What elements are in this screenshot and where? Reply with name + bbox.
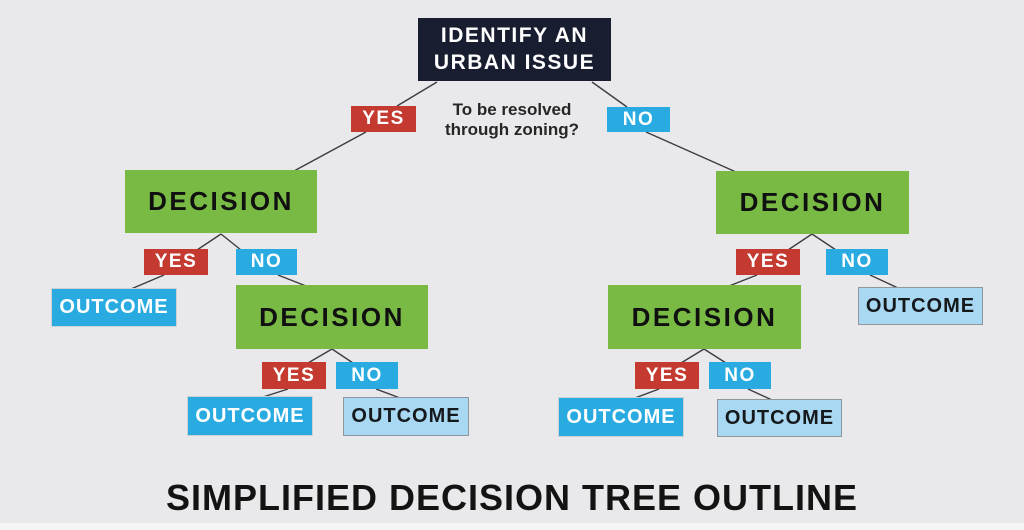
question-line2: through zoning? bbox=[444, 120, 580, 140]
outcome-node-right-1: OUTCOME bbox=[858, 287, 983, 325]
question-line1: To be resolved bbox=[452, 100, 572, 119]
no-branch-decision-right: NO bbox=[826, 249, 888, 275]
outcome-node-left-1: OUTCOME bbox=[51, 288, 177, 327]
outcome-node-left-2-no: OUTCOME bbox=[343, 397, 469, 436]
decision-node-right: DECISION bbox=[716, 171, 909, 234]
diagram-title: SIMPLIFIED DECISION TREE OUTLINE bbox=[165, 477, 859, 518]
yes-branch-decision-right: YES bbox=[736, 249, 800, 275]
decision-node-left: DECISION bbox=[125, 170, 317, 233]
root-node-line1: IDENTIFY AN bbox=[440, 24, 589, 48]
no-branch-decision-right-2: NO bbox=[709, 362, 771, 389]
outcome-node-right-2-yes: OUTCOME bbox=[558, 397, 684, 437]
outcome-node-right-2-no: OUTCOME bbox=[717, 399, 842, 437]
decision-node-left-2: DECISION bbox=[236, 285, 428, 349]
yes-branch-decision-left-2: YES bbox=[262, 362, 326, 389]
no-branch-root: NO bbox=[607, 107, 670, 132]
no-branch-decision-left: NO bbox=[236, 249, 297, 275]
yes-branch-decision-left: YES bbox=[144, 249, 208, 275]
question-text: To be resolved through zoning? bbox=[400, 100, 624, 140]
decision-node-right-2: DECISION bbox=[608, 285, 801, 349]
root-node-line2: URBAN ISSUE bbox=[433, 50, 596, 74]
no-branch-decision-left-2: NO bbox=[336, 362, 398, 389]
bottom-strip bbox=[0, 523, 1024, 530]
yes-branch-decision-right-2: YES bbox=[635, 362, 699, 389]
yes-branch-root: YES bbox=[351, 106, 416, 132]
root-node: IDENTIFY AN URBAN ISSUE bbox=[418, 18, 611, 81]
outcome-node-left-2-yes: OUTCOME bbox=[187, 396, 313, 436]
